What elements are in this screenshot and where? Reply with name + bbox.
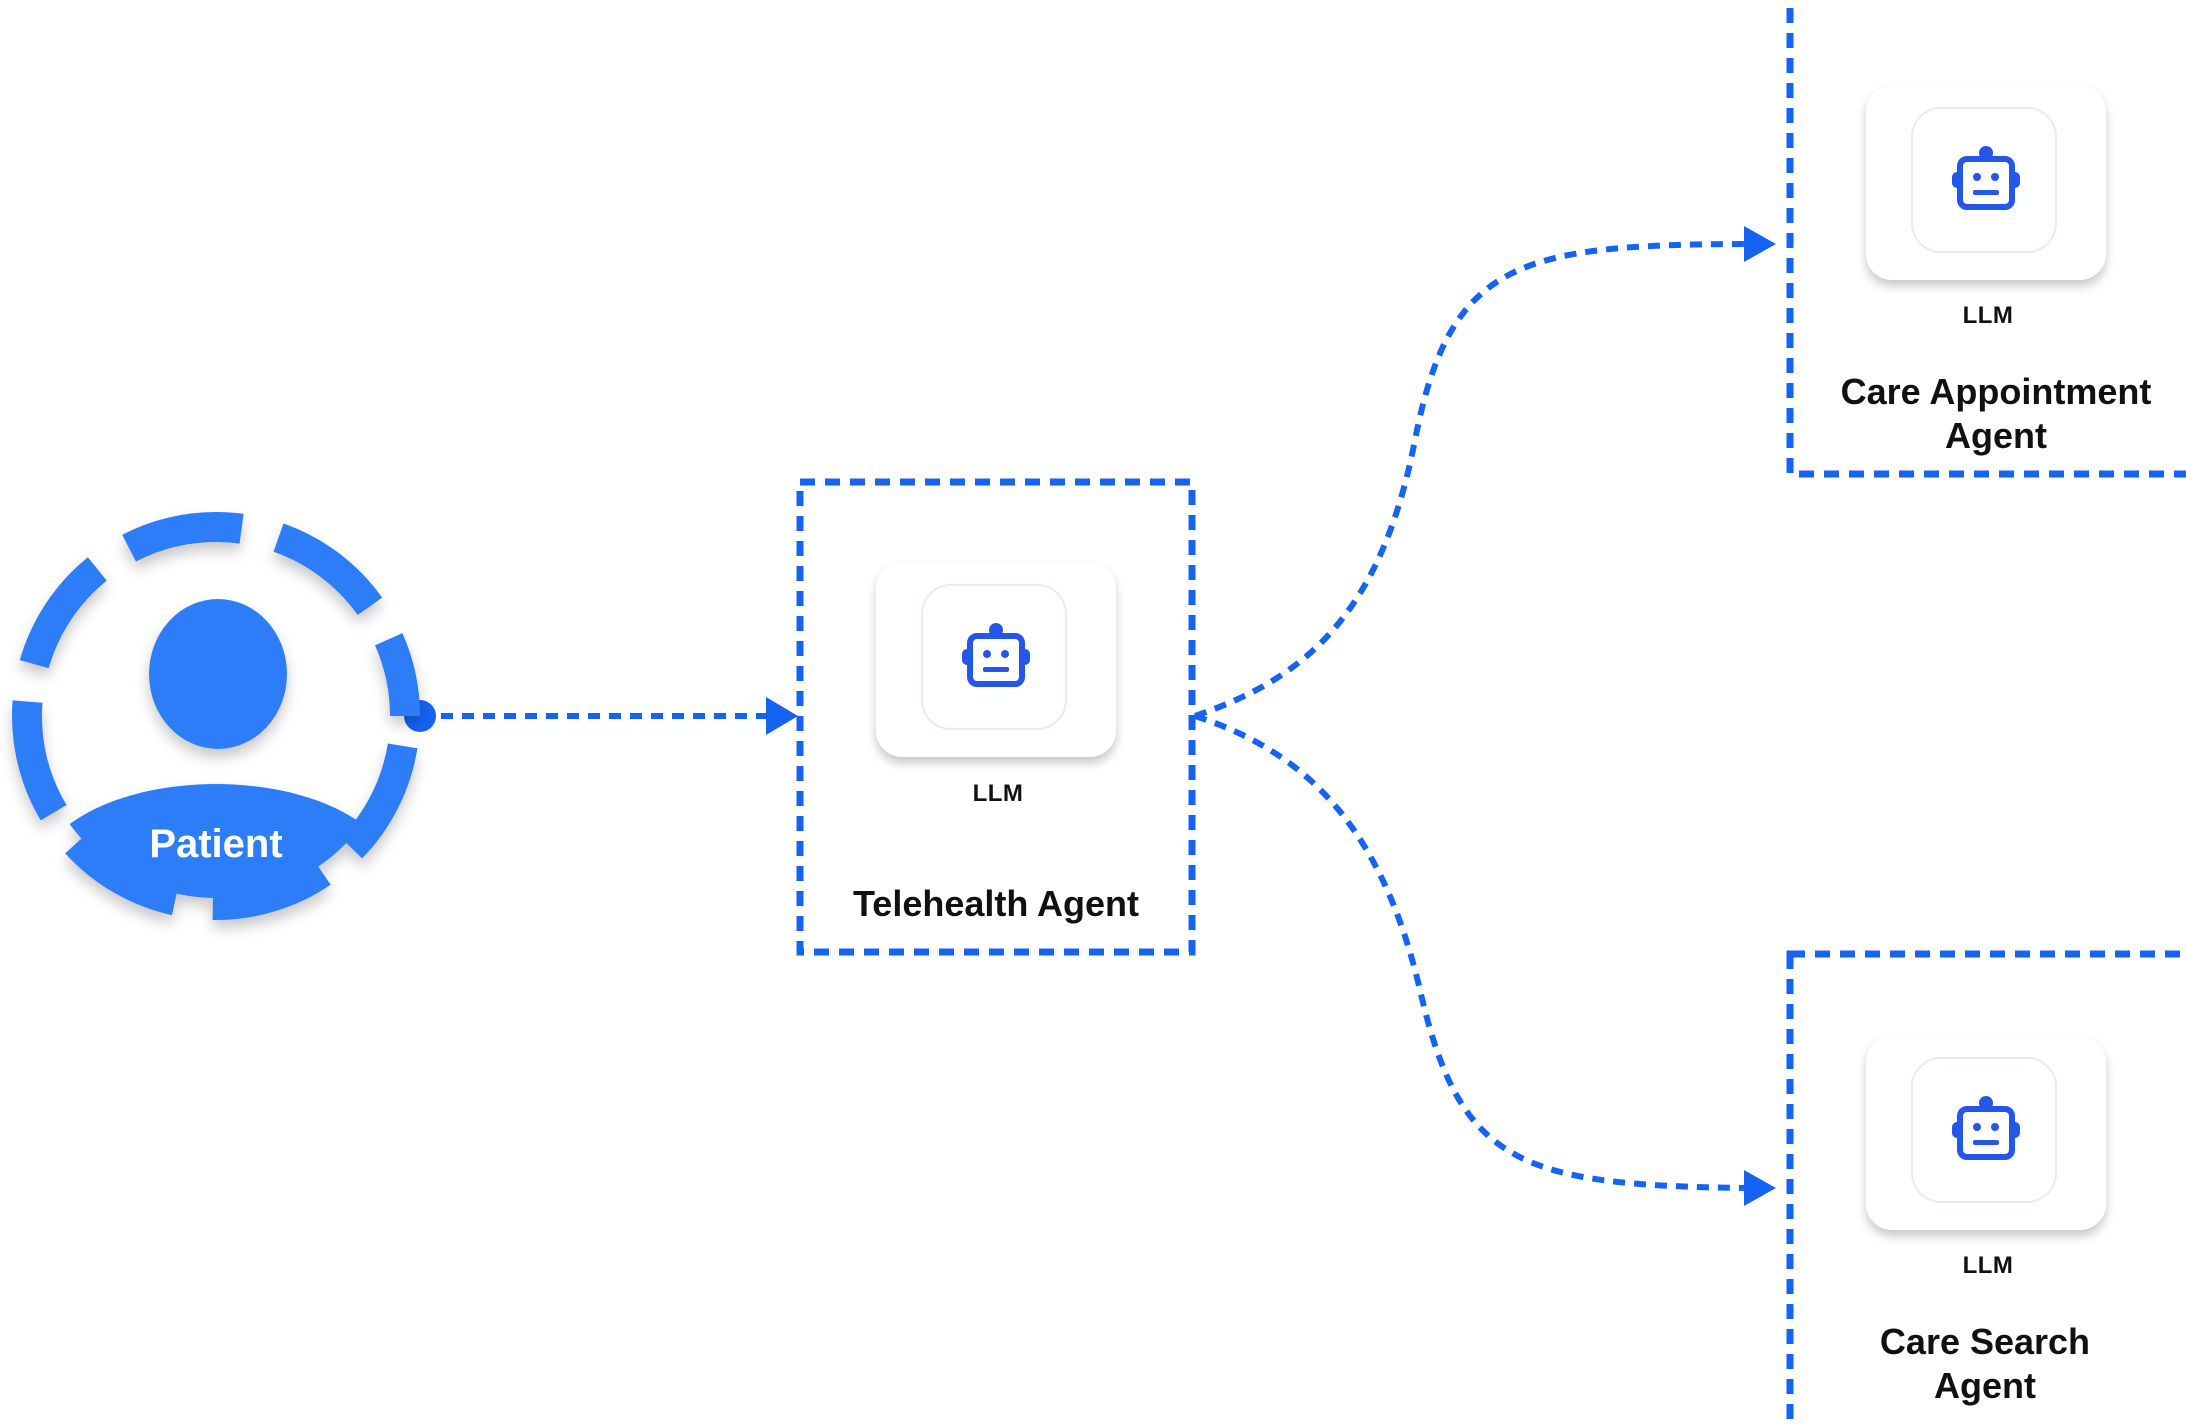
search-llm-icon-frame (1911, 1057, 2057, 1203)
appointment-agent-title: Care Appointment Agent (1790, 370, 2186, 458)
appointment-title-line2: Agent (1945, 415, 2047, 456)
arrowhead-telehealth (766, 697, 798, 735)
search-llm-label: LLM (1962, 1252, 2014, 1279)
user-silhouette-icon (149, 599, 287, 749)
appointment-llm-card[interactable] (1866, 86, 2106, 280)
telehealth-agent-title: Telehealth Agent (852, 883, 1140, 924)
telehealth-llm-card[interactable] (876, 563, 1116, 757)
appointment-agent-frame (1786, 0, 2186, 478)
arrowhead-search (1744, 1170, 1776, 1206)
telehealth-llm-label: LLM (972, 780, 1024, 807)
appointment-llm-label: LLM (1962, 302, 2014, 329)
search-agent-title: Care Search Agent (1790, 1320, 2180, 1408)
search-title-line2: Agent (1934, 1365, 2036, 1406)
appointment-llm-icon-frame (1911, 107, 2057, 253)
robot-icon (962, 623, 1030, 687)
patient-ring (12, 512, 420, 920)
robot-icon (1952, 1096, 2020, 1160)
edge-telehealth-to-search (1194, 713, 1746, 1191)
search-llm-card[interactable] (1866, 1036, 2106, 1230)
telehealth-llm-icon-frame (921, 584, 1067, 730)
patient-label: Patient (149, 822, 283, 866)
arrowhead-appointment (1744, 226, 1776, 262)
robot-icon (1952, 146, 2020, 210)
telehealth-agent-frame (796, 478, 1196, 956)
appointment-title-line1: Care Appointment (1840, 371, 2152, 412)
edge-telehealth-to-appointment (1194, 241, 1746, 719)
search-title-line1: Care Search (1879, 1321, 2091, 1362)
search-agent-frame (1786, 950, 2186, 1428)
